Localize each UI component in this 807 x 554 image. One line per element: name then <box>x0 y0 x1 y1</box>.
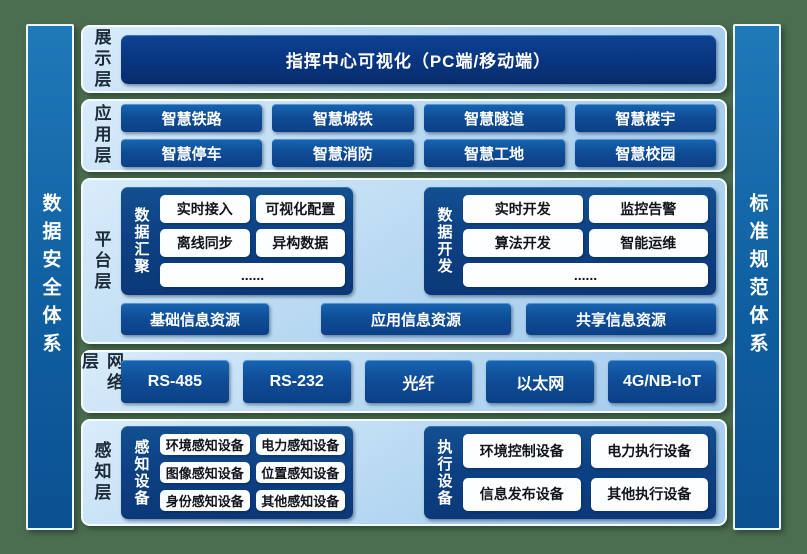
perception-subpanels-gap <box>353 426 424 519</box>
data-aggregation-label: 数据汇聚 <box>132 207 150 275</box>
app-box-smart-building: 智慧楼宇 <box>574 104 716 132</box>
application-layer-label-col: 应用层 <box>83 101 119 170</box>
display-layer-panel: 展示层 指挥中心可视化（PC端/移动端） <box>81 25 727 93</box>
app-box-smart-railway: 智慧铁路 <box>121 104 263 132</box>
platform-subpanels-row: 数据汇聚 实时接入 可视化配置 离线同步 异构数据 ...... <box>121 187 716 295</box>
resource-box-basic-info: 基础信息资源 <box>121 303 269 335</box>
sensing-box-other: 其他感知设备 <box>255 490 345 511</box>
resource-box-shared-info: 共享信息资源 <box>526 303 716 335</box>
aggregation-box-realtime-access: 实时接入 <box>160 195 250 223</box>
resource-box-application-info: 应用信息资源 <box>321 303 511 335</box>
app-box-smart-parking: 智慧停车 <box>121 139 263 167</box>
data-aggregation-label-col: 数据汇聚 <box>129 195 153 287</box>
development-box-intelligent-ops: 智能运维 <box>588 229 708 257</box>
sensing-devices-subpanel: 感知设备 环境感知设备 电力感知设备 图像感知设备 位置感知设备 身份感知设备 … <box>121 426 353 519</box>
network-box-4g-nbiot: 4G/NB-IoT <box>608 360 716 403</box>
sensing-box-identity: 身份感知设备 <box>160 490 250 511</box>
app-box-smart-site: 智慧工地 <box>423 139 565 167</box>
execution-devices-subpanel: 执行设备 环境控制设备 电力执行设备 信息发布设备 其他执行设备 <box>424 426 716 519</box>
data-security-sidebar: 数据安全体系 <box>26 24 74 530</box>
perception-layer-label-col: 感知层 <box>83 421 119 524</box>
command-center-banner: 指挥中心可视化（PC端/移动端） <box>121 34 716 84</box>
application-layer-content: 智慧铁路 智慧城铁 智慧隧道 智慧楼宇 智慧停车 智慧消防 智慧工地 智慧校园 <box>119 104 725 167</box>
network-layer-panel: 网络层 RS-485 RS-232 光纤 以太网 4G/NB-IoT <box>79 350 727 413</box>
data-aggregation-grid: 实时接入 可视化配置 离线同步 异构数据 ...... <box>160 195 345 287</box>
execution-devices-label-col: 执行设备 <box>432 434 456 511</box>
data-development-grid: 实时开发 监控告警 算法开发 智能运维 ...... <box>463 195 708 287</box>
data-aggregation-subpanel: 数据汇聚 实时接入 可视化配置 离线同步 异构数据 ...... <box>121 187 353 295</box>
execution-box-power-execution: 电力执行设备 <box>590 434 708 468</box>
sensing-devices-grid: 环境感知设备 电力感知设备 图像感知设备 位置感知设备 身份感知设备 其他感知设… <box>160 434 345 511</box>
standards-label: 标准规范体系 <box>746 193 768 361</box>
information-resources-row: 基础信息资源 应用信息资源 共享信息资源 <box>121 303 716 335</box>
aggregation-box-more: ...... <box>160 263 345 287</box>
execution-devices-grid: 环境控制设备 电力执行设备 信息发布设备 其他执行设备 <box>463 434 708 511</box>
data-development-label-col: 数据开发 <box>432 195 456 287</box>
perception-layer-content: 感知设备 环境感知设备 电力感知设备 图像感知设备 位置感知设备 身份感知设备 … <box>119 421 725 524</box>
display-layer-label: 展示层 <box>91 27 111 91</box>
network-layer-label: 网络层 <box>79 352 123 394</box>
platform-layer-label: 平台层 <box>91 229 111 293</box>
aggregation-box-heterogeneous-data: 异构数据 <box>255 229 345 257</box>
app-box-smart-tunnel: 智慧隧道 <box>423 104 565 132</box>
network-box-ethernet: 以太网 <box>486 360 595 403</box>
aggregation-box-visual-config: 可视化配置 <box>255 195 345 223</box>
app-box-smart-firefighting: 智慧消防 <box>272 139 414 167</box>
data-development-label: 数据开发 <box>435 207 453 275</box>
network-box-rs485: RS-485 <box>121 360 229 403</box>
execution-box-other-execution: 其他执行设备 <box>590 477 708 511</box>
development-box-more: ...... <box>463 263 708 287</box>
data-development-subpanel: 数据开发 实时开发 监控告警 算法开发 智能运维 ...... <box>424 187 716 295</box>
layers-column: 展示层 指挥中心可视化（PC端/移动端） 应用层 智慧铁路 智慧城铁 智慧隧道 … <box>79 25 727 526</box>
network-layer-label-col: 网络层 <box>79 352 123 411</box>
network-box-optical-fiber: 光纤 <box>364 360 473 403</box>
network-layer-content: RS-485 RS-232 光纤 以太网 4G/NB-IoT <box>119 360 725 403</box>
display-layer-content: 指挥中心可视化（PC端/移动端） <box>119 34 725 84</box>
development-box-realtime-dev: 实时开发 <box>463 195 583 223</box>
network-box-rs232: RS-232 <box>242 360 351 403</box>
development-box-algorithm-dev: 算法开发 <box>463 229 583 257</box>
execution-box-info-publishing: 信息发布设备 <box>463 477 581 511</box>
platform-layer-label-col: 平台层 <box>83 180 119 342</box>
platform-subpanels-gap <box>353 187 424 295</box>
sensing-box-image: 图像感知设备 <box>160 462 250 483</box>
app-box-smart-metro: 智慧城铁 <box>272 104 414 132</box>
application-layer-label: 应用层 <box>91 104 111 167</box>
standards-sidebar: 标准规范体系 <box>733 24 781 530</box>
platform-layer-panel: 平台层 数据汇聚 实时接入 可视化配置 离线同步 异构数据 ...... <box>81 178 727 344</box>
app-box-smart-campus: 智慧校园 <box>574 139 716 167</box>
application-layer-panel: 应用层 智慧铁路 智慧城铁 智慧隧道 智慧楼宇 智慧停车 智慧消防 智慧工地 智… <box>81 99 727 172</box>
sensing-box-power: 电力感知设备 <box>255 434 345 455</box>
execution-box-environment-control: 环境控制设备 <box>463 434 581 468</box>
display-layer-label-col: 展示层 <box>83 27 119 91</box>
aggregation-box-offline-sync: 离线同步 <box>160 229 250 257</box>
sensing-box-location: 位置感知设备 <box>255 462 345 483</box>
platform-layer-content: 数据汇聚 实时接入 可视化配置 离线同步 异构数据 ...... <box>119 180 725 342</box>
perception-layer-panel: 感知层 感知设备 环境感知设备 电力感知设备 图像感知设备 位置感知设备 身份感… <box>81 419 727 526</box>
development-box-monitoring-alert: 监控告警 <box>588 195 708 223</box>
perception-layer-label: 感知层 <box>91 441 111 504</box>
data-security-label: 数据安全体系 <box>39 193 61 361</box>
sensing-box-environment: 环境感知设备 <box>160 434 250 455</box>
sensing-devices-label: 感知设备 <box>132 438 150 507</box>
sensing-devices-label-col: 感知设备 <box>129 434 153 511</box>
execution-devices-label: 执行设备 <box>435 438 453 507</box>
